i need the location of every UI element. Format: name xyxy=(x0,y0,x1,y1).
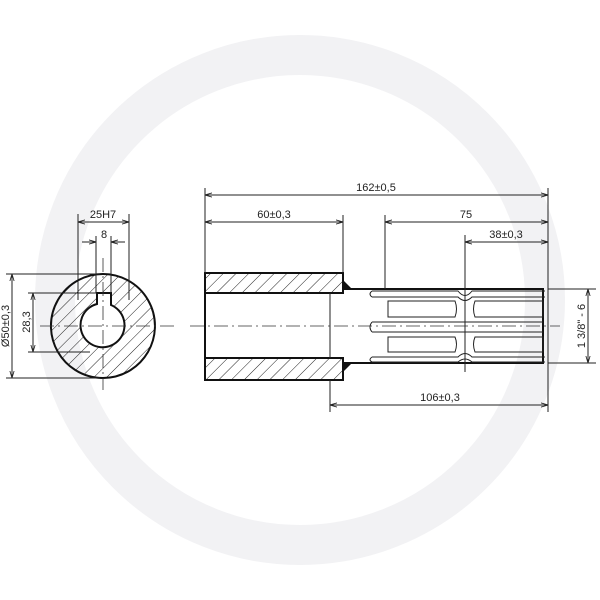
dim-spline-section: 38±0,3 xyxy=(489,229,523,241)
dim-28-3: 28,3 xyxy=(21,311,33,332)
dim-sleeve-length: 60±0,3 xyxy=(257,209,291,221)
dim-outer-diameter: Ø50±0,3 xyxy=(0,305,12,347)
side-view: 162±0,5 60±0,3 75 38±0,3 106±0,3 1 3/8" … xyxy=(190,182,596,412)
dim-8: 8 xyxy=(101,229,107,241)
dim-overall-length: 162±0,5 xyxy=(356,182,396,194)
dim-spline-spec: 1 3/8" - 6 xyxy=(576,304,588,348)
watermark-logo xyxy=(35,35,565,565)
sleeve-top-wall xyxy=(204,272,344,294)
sleeve-bottom-wall xyxy=(204,357,344,381)
dim-25h7: 25H7 xyxy=(90,209,116,221)
dim-shaft-length: 106±0,3 xyxy=(420,392,460,404)
dim-spline-length: 75 xyxy=(460,209,472,221)
end-view: 25H7 8 Ø50±0,3 28,3 xyxy=(0,209,175,390)
